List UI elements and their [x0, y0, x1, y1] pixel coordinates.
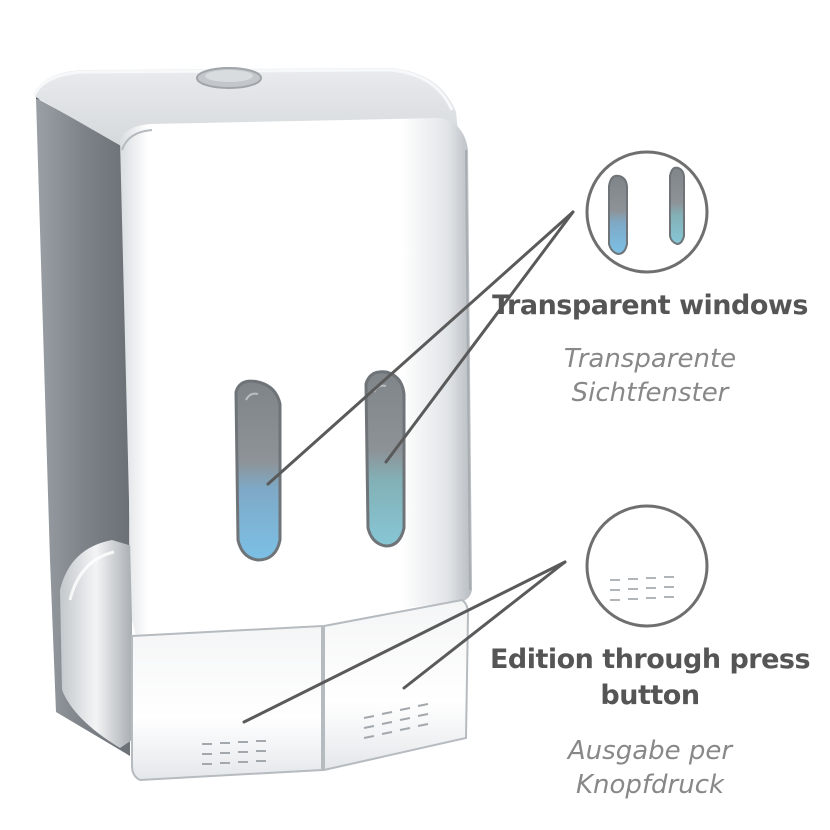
caption-button-en: Edition through press button: [470, 642, 830, 714]
viewing-window-right: [364, 370, 406, 548]
caption-button-de-line1: Ausgabe per: [567, 736, 733, 766]
caption-button-de-line2: Knopfdruck: [575, 770, 725, 800]
press-button-right: [323, 598, 470, 772]
caption-windows-en-text: Transparent windows: [492, 290, 808, 321]
leader-lines: [242, 210, 575, 724]
leader-line-button-left: [242, 560, 567, 724]
leader-line-button-right: [402, 560, 567, 690]
caption-windows-de-line1: Transparente: [563, 344, 737, 374]
side-clip: [60, 540, 132, 748]
leader-line-window-right: [384, 210, 575, 464]
detail-circle-windows: [585, 150, 709, 274]
caption-button-en-line1: Edition through press: [489, 644, 811, 675]
caption-button-de: Ausgabe per Knopfdruck: [500, 734, 800, 802]
detail-circle-button: [585, 504, 709, 628]
leader-line-window-left: [266, 210, 575, 486]
dispenser-front-body: [120, 118, 472, 636]
caption-button-en-line2: button: [600, 680, 700, 711]
press-button-left: [131, 624, 323, 782]
caption-windows-en: Transparent windows: [490, 288, 810, 324]
caption-windows-de-line2: Sichtfenster: [571, 378, 729, 408]
caption-windows-de: Transparente Sichtfenster: [520, 342, 780, 410]
viewing-window-left: [234, 379, 282, 562]
